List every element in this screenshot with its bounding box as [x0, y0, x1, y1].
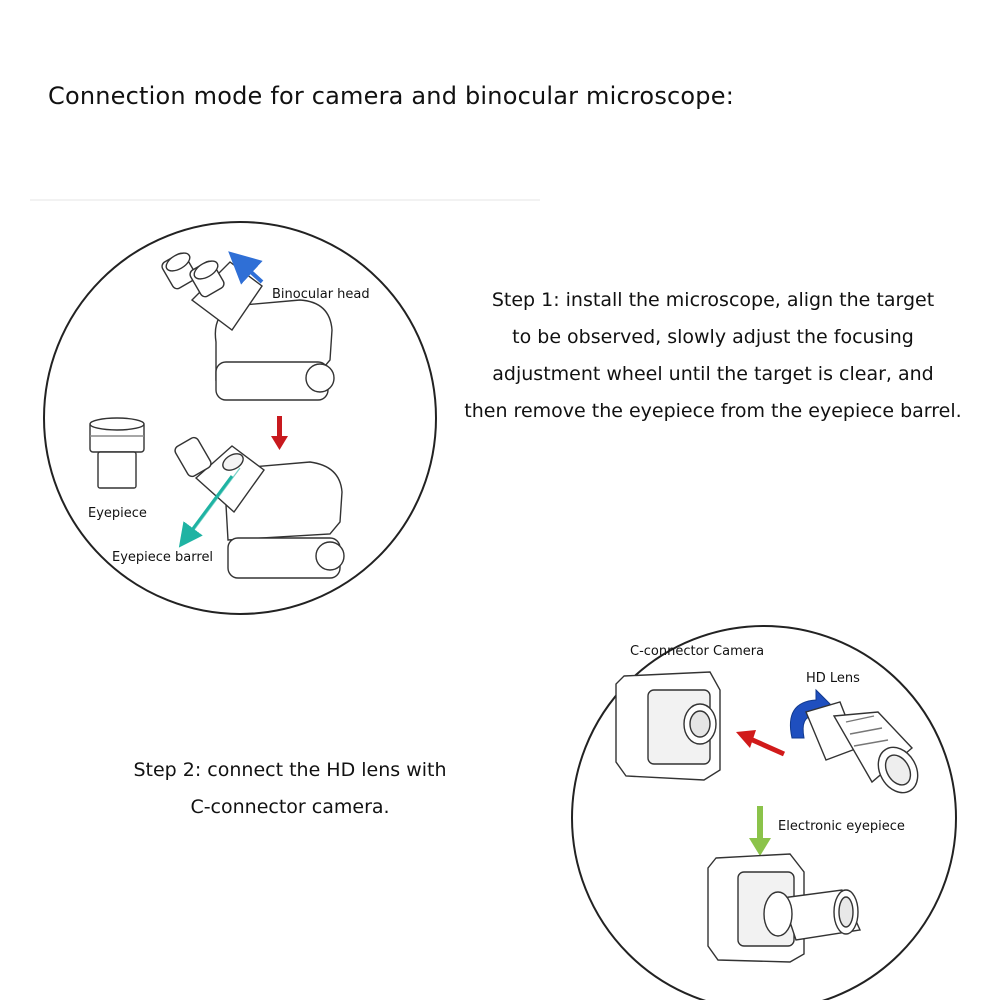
- label-hd-lens: HD Lens: [806, 671, 860, 686]
- label-binocular-head: Binocular head: [272, 287, 370, 302]
- page-title: Connection mode for camera and binocular…: [48, 82, 734, 110]
- step2-line: Step 2: connect the HD lens with: [133, 759, 447, 781]
- c-connector-camera-illustration: [615, 671, 721, 781]
- blue-arrow-icon: [228, 251, 264, 285]
- eyepiece-illustration: [89, 417, 145, 489]
- electronic-eyepiece-camera-illustration: [707, 853, 862, 963]
- step2-line: C-connector camera.: [190, 796, 390, 818]
- step1-line: to be observed, slowly adjust the focusi…: [512, 326, 914, 348]
- label-eyepiece: Eyepiece: [88, 506, 147, 521]
- label-eyepiece-barrel: Eyepiece barrel: [112, 550, 213, 565]
- binocular-head-lower-illustration: [174, 436, 345, 579]
- red-left-arrow-icon: [736, 730, 786, 757]
- label-electronic-eyepiece: Electronic eyepiece: [778, 819, 905, 834]
- step1-line: adjustment wheel until the target is cle…: [492, 363, 934, 385]
- red-down-arrow-icon: [271, 416, 288, 450]
- diagram-binocular-removal: Binocular head Eyepiece Eyepiece barrel: [43, 221, 437, 615]
- diagram-camera-connection: C-connector Camera HD Lens: [571, 625, 957, 1000]
- hd-lens-illustration: [805, 701, 919, 794]
- green-down-arrow-icon: [749, 806, 771, 856]
- step1-line: then remove the eyepiece from the eyepie…: [464, 400, 962, 422]
- step1-line: Step 1: install the microscope, align th…: [491, 289, 935, 311]
- teal-arrow-icon: [178, 475, 234, 548]
- label-c-connector-camera: C-connector Camera: [630, 644, 764, 659]
- step2-instructions: Step 2: connect the HD lens with C-conne…: [100, 752, 480, 826]
- step1-instructions: Step 1: install the microscope, align th…: [438, 282, 988, 430]
